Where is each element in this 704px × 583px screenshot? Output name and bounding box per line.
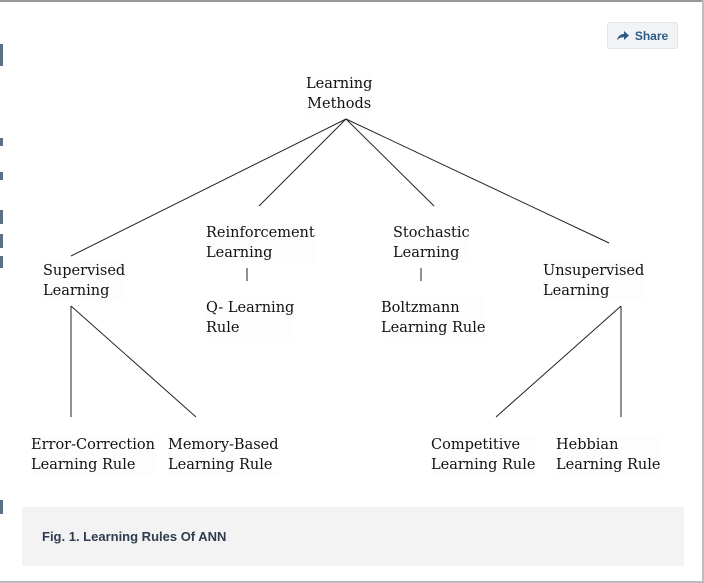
node-memory-based: Memory-Based Learning Rule — [168, 435, 279, 475]
edge-root-reinforcement — [258, 118, 347, 207]
edge-root-unsupervised — [345, 118, 610, 244]
edge-root-stochastic — [345, 118, 435, 207]
share-arrow-icon — [616, 30, 629, 40]
share-label: Share — [634, 28, 669, 43]
edge-supervised-memory — [70, 305, 197, 418]
figure-caption-box: Fig. 1. Learning Rules Of ANN — [22, 507, 684, 566]
frame-bottom-border — [0, 581, 704, 583]
node-supervised: Supervised Learning — [43, 261, 126, 301]
node-stochastic: Stochastic Learning — [393, 223, 470, 263]
edge-root-supervised — [70, 118, 347, 257]
figure-caption: Fig. 1. Learning Rules Of ANN — [42, 529, 227, 544]
node-learning-methods: Learning Methods — [306, 74, 373, 114]
node-hebbian: Hebbian Learning Rule — [556, 435, 661, 475]
node-error-correction: Error-Correction Learning Rule — [31, 435, 155, 475]
frame-top-border — [0, 0, 704, 2]
frame-right-border — [702, 0, 704, 583]
node-q-learning: Q- Learning Rule — [206, 298, 295, 338]
share-button[interactable]: Share — [607, 22, 678, 49]
node-reinforcement: Reinforcement Learning — [206, 223, 315, 263]
page-edge-marks — [0, 0, 4, 583]
node-boltzmann: Boltzmann Learning Rule — [381, 298, 486, 338]
node-unsupervised: Unsupervised Learning — [543, 261, 645, 301]
edge-unsupervised-competitive — [495, 305, 622, 418]
node-competitive: Competitive Learning Rule — [431, 435, 536, 475]
